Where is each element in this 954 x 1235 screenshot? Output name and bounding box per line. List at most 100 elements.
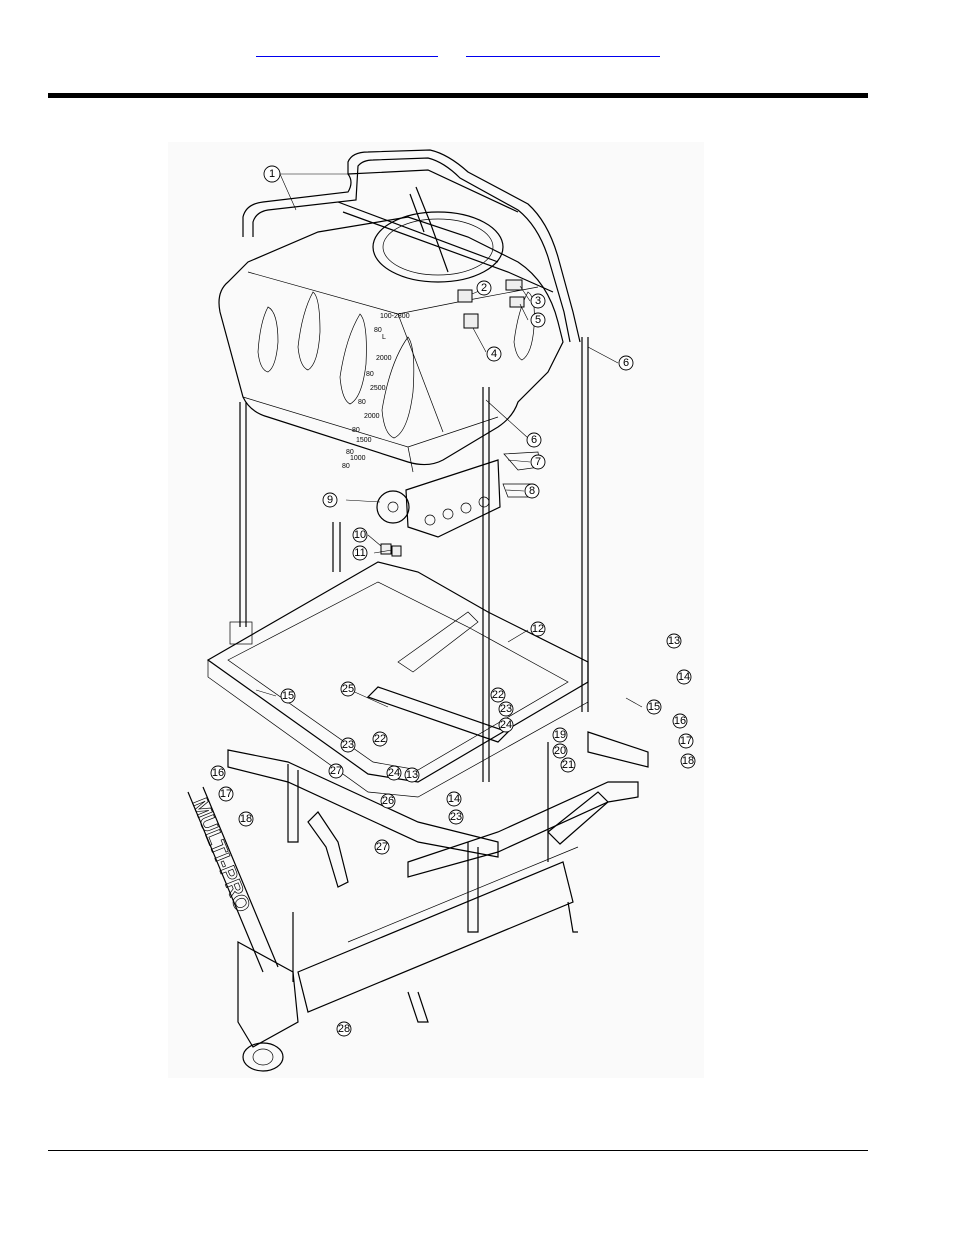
svg-text:22: 22 [374,733,386,745]
scale-label: 80 [374,327,382,334]
svg-text:11: 11 [354,547,365,559]
callout-23c: 23 [449,810,463,824]
svg-text:16: 16 [212,767,224,779]
callout-26: 26 [381,794,395,808]
leaders [256,174,642,707]
svg-text:14: 14 [448,793,460,805]
callout-8: 8 [525,484,539,498]
svg-text:16: 16 [674,715,686,727]
parts-diagram: 100-2800 80 L 2000 80 2500 80 2000 80 15… [168,142,704,1078]
callout-24a: 24 [499,718,513,732]
svg-text:6: 6 [531,434,537,446]
scale-label: 2500 [370,385,386,392]
svg-text:4: 4 [491,348,497,360]
svg-text:10: 10 [354,529,366,541]
svg-text:7: 7 [535,456,541,468]
svg-text:18: 18 [240,813,252,825]
callout-27a: 27 [329,764,343,778]
callout-14b: 14 [447,792,461,806]
callout-15b: 15 [647,700,661,714]
svg-text:26: 26 [382,795,394,807]
scale-label: 80 [358,399,366,406]
bottom-rule [48,1150,868,1151]
tank-level-scale: 100-2800 80 L 2000 80 2500 80 2000 80 15… [342,313,410,470]
tie-down-rods [240,337,588,782]
callout-14a: 14 [677,670,691,684]
callouts: 1 2 3 4 5 6 6 7 8 9 10 11 12 13 14 15 15… [211,166,695,1036]
decal-4 [464,314,478,328]
callout-6a: 6 [619,356,633,370]
callout-17a: 17 [219,787,233,801]
callout-27b: 27 [375,840,389,854]
svg-text:1: 1 [269,168,275,180]
svg-text:21: 21 [562,759,574,771]
svg-text:3: 3 [535,295,541,307]
scale-label: 2000 [364,413,380,420]
svg-text:12: 12 [532,623,544,635]
callout-1: 1 [264,166,280,182]
callout-25: 25 [341,682,355,696]
svg-text:25: 25 [342,683,354,695]
svg-text:2: 2 [481,282,487,294]
scale-label: 1500 [356,437,372,444]
svg-text:24: 24 [388,767,400,779]
callout-22a: 22 [491,688,505,702]
svg-text:9: 9 [327,494,333,506]
decal-2 [458,290,472,302]
svg-text:5: 5 [535,314,541,326]
svg-text:14: 14 [678,671,690,683]
callout-11: 11 [353,546,367,560]
valve-manifold [377,452,540,556]
header-link-2[interactable] [466,40,660,57]
callout-4: 4 [487,347,501,361]
callout-3: 3 [531,294,545,308]
decal-5 [510,297,524,307]
scale-label: 80 [352,427,360,434]
scale-label: 80 [342,463,350,470]
callout-5: 5 [531,313,545,327]
svg-text:8: 8 [529,485,535,497]
callout-9: 9 [323,493,337,507]
scale-label: 2000 [376,355,392,362]
decal-10 [381,544,391,554]
svg-text:23: 23 [450,811,462,823]
callout-24b: 24 [387,766,401,780]
callout-20: 20 [553,744,567,758]
svg-text:19: 19 [554,729,566,741]
scale-label: 80 [366,371,374,378]
top-rule [48,93,868,98]
parts-diagram-svg: 100-2800 80 L 2000 80 2500 80 2000 80 15… [168,142,704,1078]
svg-text:28: 28 [338,1023,350,1035]
svg-text:15: 15 [648,701,660,713]
callout-21: 21 [561,758,575,772]
callout-13b: 13 [405,768,419,782]
svg-text:22: 22 [492,689,504,701]
svg-text:18: 18 [682,755,694,767]
callout-17b: 17 [679,734,693,748]
callout-18a: 18 [239,812,253,826]
callout-18b: 18 [681,754,695,768]
header-link-1[interactable] [256,40,438,57]
svg-text:27: 27 [330,765,342,777]
callout-7: 7 [531,455,545,469]
callout-16b: 16 [673,714,687,728]
callout-10: 10 [353,528,367,542]
svg-text:17: 17 [680,735,692,747]
tank-saddle [208,562,588,797]
svg-text:23: 23 [342,739,354,751]
lower-frame: MULTI-PRO [187,732,648,1071]
callout-12: 12 [531,622,545,636]
callout-19: 19 [553,728,567,742]
callout-22b: 22 [373,732,387,746]
callout-23b: 23 [341,738,355,752]
decal-3 [506,280,522,290]
svg-text:6: 6 [623,357,629,369]
svg-text:13: 13 [668,635,680,647]
callout-16a: 16 [211,766,225,780]
callout-2: 2 [477,281,491,295]
svg-text:27: 27 [376,841,388,853]
svg-text:20: 20 [554,745,566,757]
svg-text:13: 13 [406,769,418,781]
scale-label: 100-2800 [380,313,410,320]
roll-bar [243,150,580,342]
